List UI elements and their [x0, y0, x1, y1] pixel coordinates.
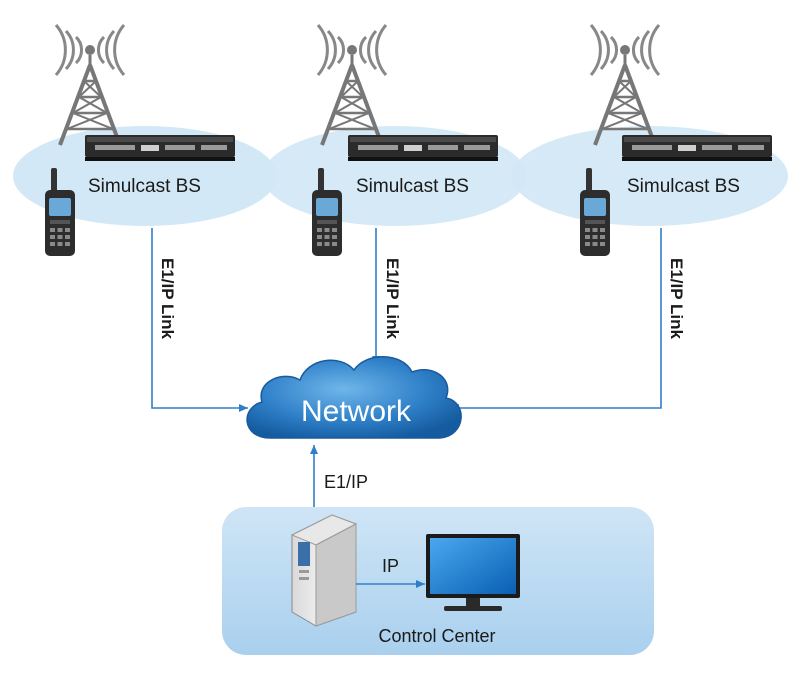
- cloud-icon: [246, 356, 462, 439]
- site-links: [151, 228, 662, 412]
- site-2-label: Simulcast BS: [356, 176, 469, 197]
- site-1-label: Simulcast BS: [88, 176, 201, 197]
- antenna-tower-icon: [316, 23, 388, 147]
- control-center-panel: IP Control Center: [222, 507, 654, 655]
- link-line-1: [151, 228, 248, 412]
- antenna-tower-icon: [54, 23, 126, 147]
- uplink-label: E1/IP: [324, 472, 368, 492]
- link-label-2: E1/IP Link: [383, 258, 402, 339]
- monitor-icon: [426, 534, 520, 611]
- control-center-label: Control Center: [378, 626, 495, 646]
- site-3-label: Simulcast BS: [627, 176, 740, 197]
- site-3: Simulcast BS: [580, 23, 772, 256]
- network-label: Network: [301, 395, 412, 428]
- link-label-3: E1/IP Link: [667, 258, 686, 339]
- network-cloud: Network: [246, 356, 462, 439]
- base-station-rack-icon: [622, 135, 772, 161]
- link-line-3: [450, 228, 662, 412]
- base-station-rack-icon: [348, 135, 498, 161]
- site-2: Simulcast BS: [312, 23, 498, 256]
- base-station-rack-icon: [85, 135, 235, 161]
- link-label-1: E1/IP Link: [158, 258, 177, 339]
- ip-label: IP: [382, 556, 399, 576]
- site-1: Simulcast BS: [45, 23, 235, 256]
- server-icon: [290, 514, 358, 627]
